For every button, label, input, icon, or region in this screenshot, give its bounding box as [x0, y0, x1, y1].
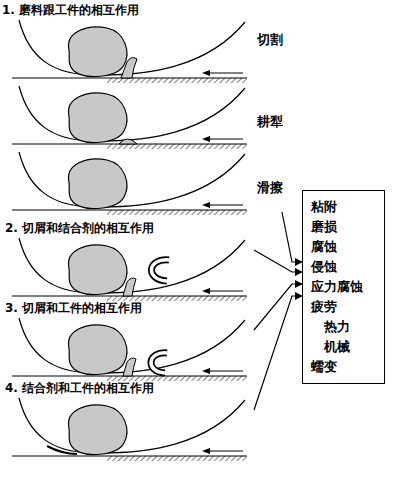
chip-workpiece-panel	[12, 318, 247, 381]
interaction-group: 1. 磨料跟工件的相互作用切割耕犁滑擦	[2, 2, 302, 216]
mechanism-item: 磨损	[311, 217, 374, 237]
mechanism-box: 粘附磨损腐蚀侵蚀应力腐蚀疲劳热力机械蠕变	[302, 190, 385, 384]
interaction-panel: 4. 结合剂和工件的相互作用	[5, 380, 254, 458]
connector-arrow	[282, 212, 302, 262]
mechanism-item: 机械	[311, 337, 374, 357]
mechanism-item: 疲劳	[311, 297, 374, 317]
mechanism-item: 热力	[311, 317, 374, 337]
mechanism-item: 粘附	[311, 197, 374, 217]
mode-label: 耕犁	[257, 114, 283, 130]
section-heading: 4. 结合剂和工件的相互作用	[5, 380, 254, 396]
chip	[121, 58, 137, 78]
sliding-panel	[12, 152, 247, 215]
connector-arrow	[254, 284, 302, 330]
mechanism-item: 侵蚀	[311, 257, 374, 277]
ploughing-panel	[12, 86, 247, 149]
mechanism-item: 应力腐蚀	[311, 277, 374, 297]
connector-arrow	[254, 250, 302, 272]
interaction-panel: 滑擦	[7, 150, 297, 212]
ridge	[119, 139, 137, 144]
section-heading: 3. 切屑和工件的相互作用	[5, 300, 254, 316]
section-heading: 2. 切屑和结合剂的相互作用	[5, 220, 254, 236]
mechanism-item: 腐蚀	[311, 237, 374, 257]
interaction-panel: 耕犁	[7, 84, 297, 146]
cutting-panel	[12, 20, 247, 83]
curled-chip	[123, 260, 169, 296]
mechanism-item: 蠕变	[311, 357, 374, 377]
connector-arrow	[254, 296, 302, 410]
mode-label: 切割	[257, 32, 283, 48]
interaction-panel: 3. 切屑和工件的相互作用	[5, 300, 254, 378]
curled-chip	[123, 353, 167, 376]
interaction-panel: 2. 切屑和结合剂的相互作用	[5, 220, 254, 298]
interaction-panel: 切割	[7, 18, 297, 80]
bond-workpiece-panel	[12, 398, 247, 461]
mode-label: 滑擦	[257, 180, 283, 196]
bond-contact	[47, 446, 77, 454]
section-heading: 1. 磨料跟工件的相互作用	[2, 2, 302, 18]
chip-bond-panel	[12, 238, 247, 301]
